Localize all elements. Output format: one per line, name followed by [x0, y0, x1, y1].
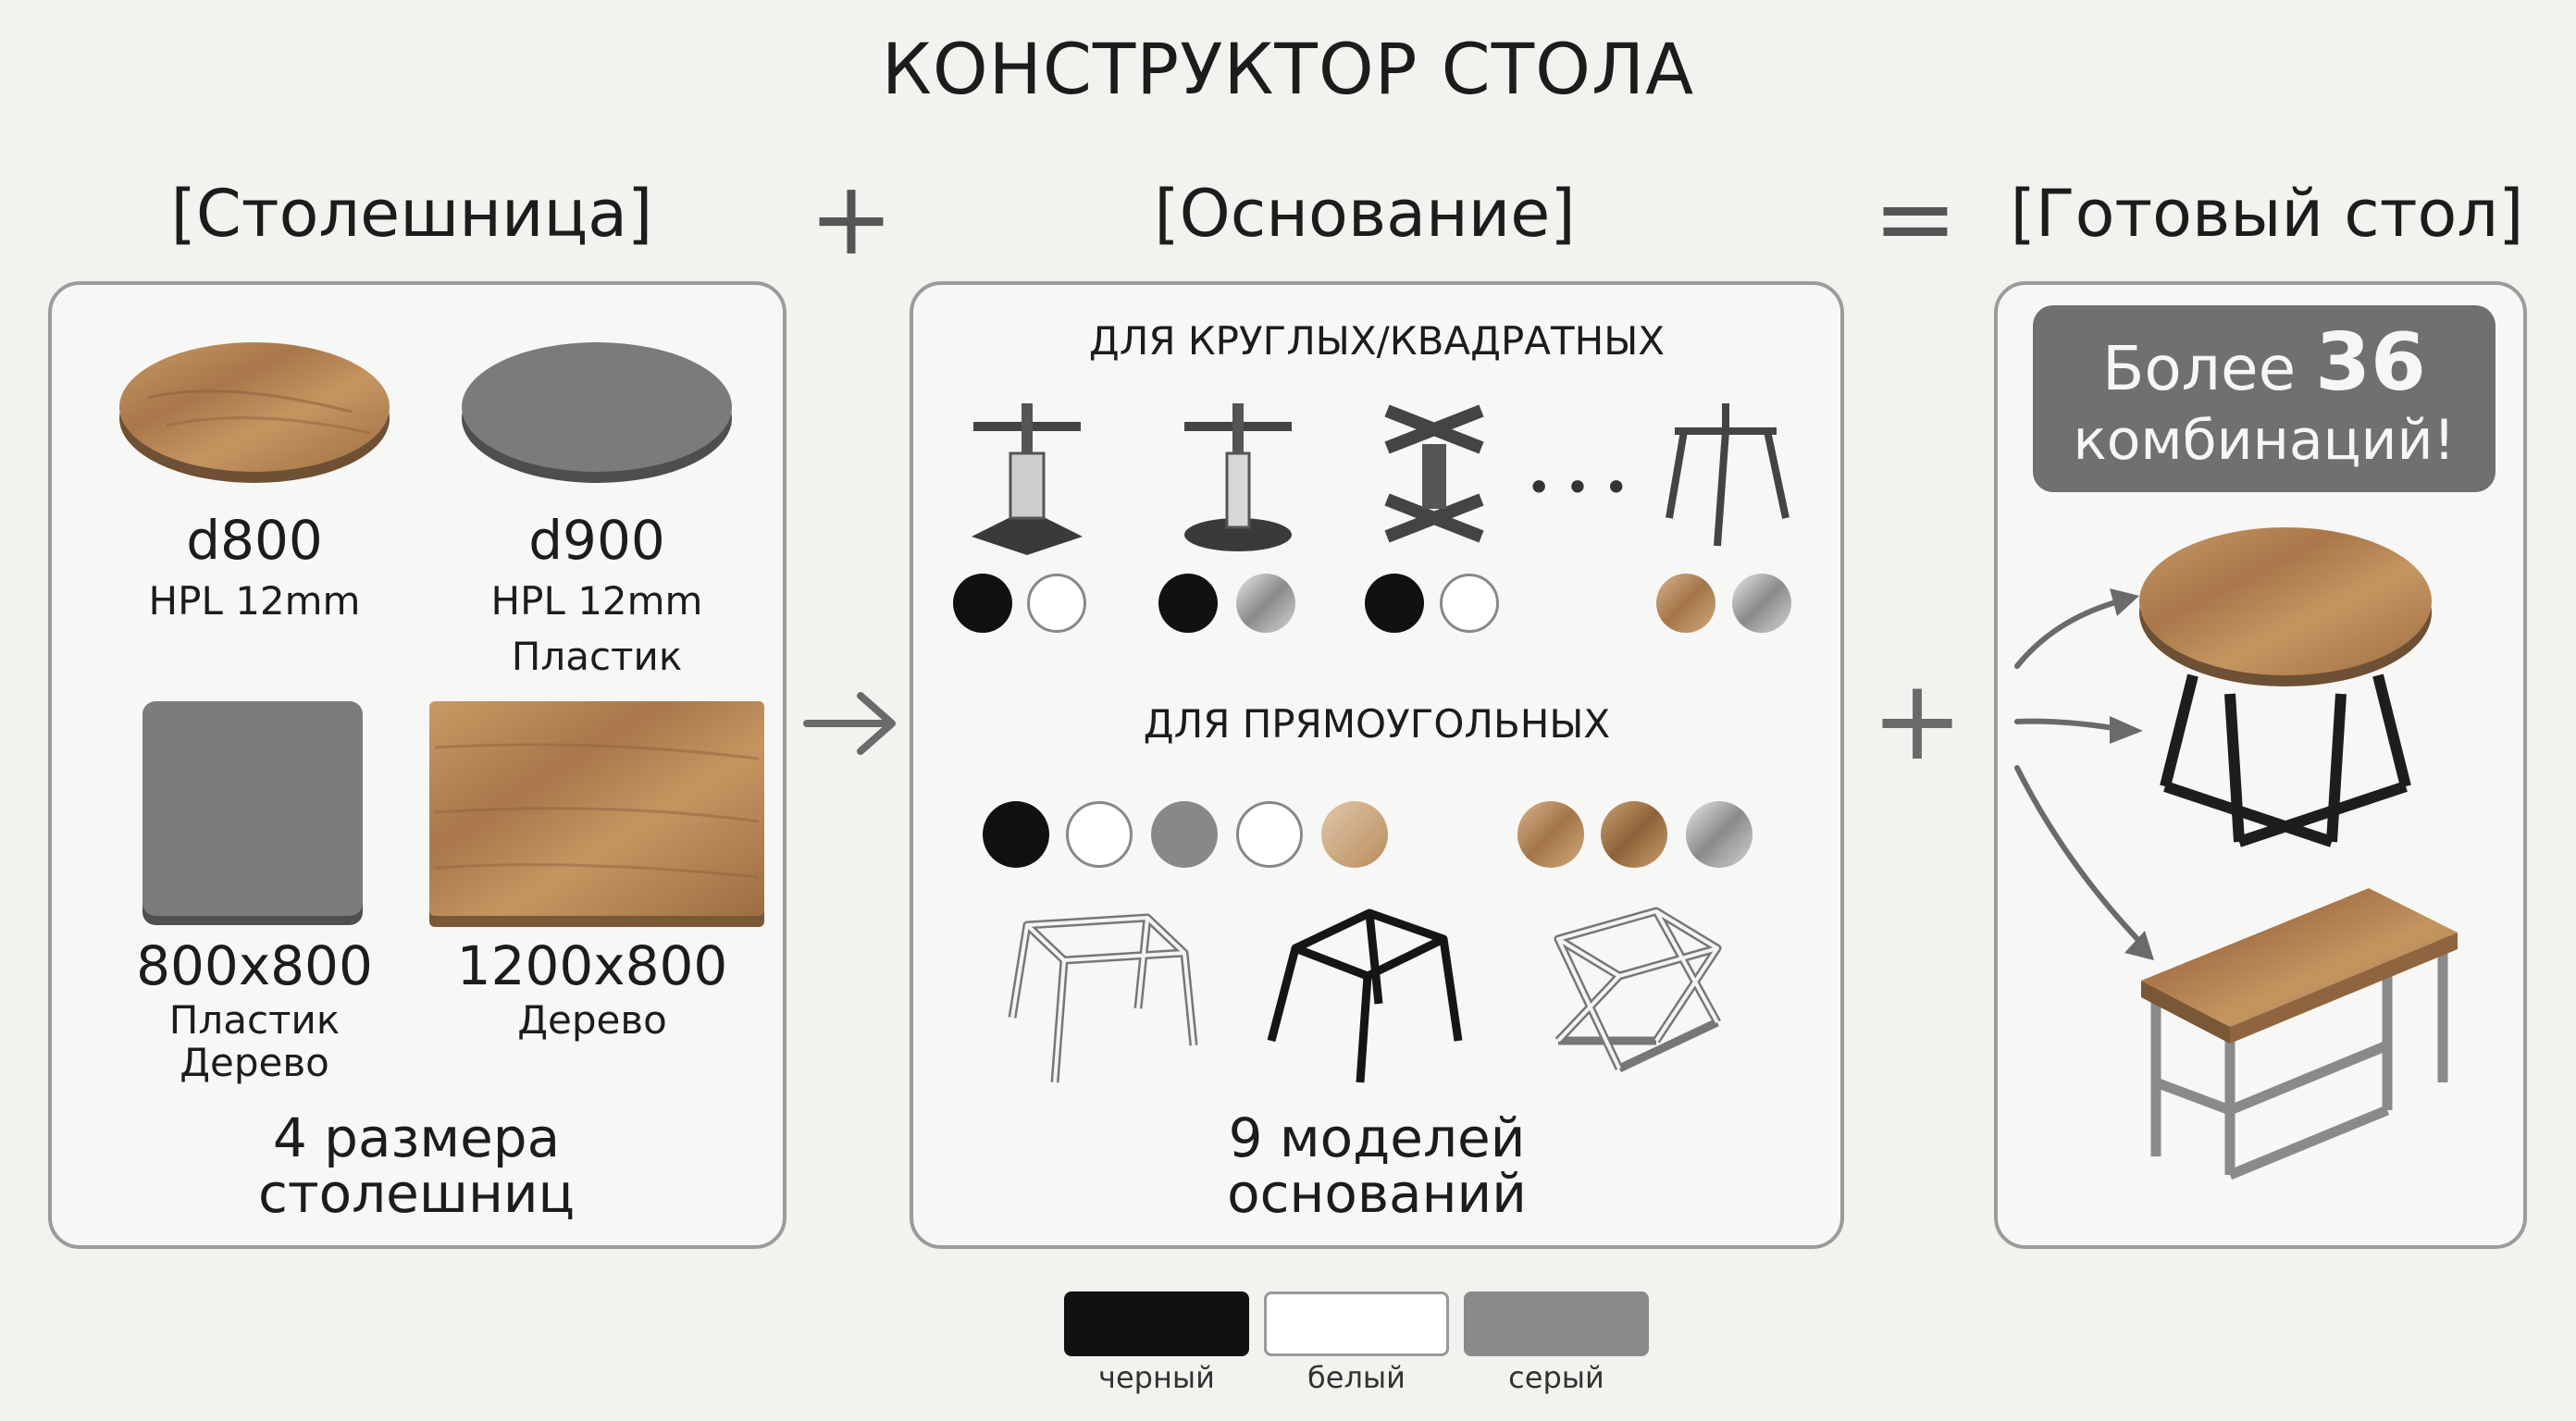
tabletop-summary-line1: 4 размера — [272, 1106, 561, 1169]
arrow-right-icon — [803, 692, 896, 755]
swatch-chrome — [1236, 574, 1295, 633]
swatch-white — [1236, 801, 1303, 868]
legend-label-black: черный — [1098, 1360, 1215, 1395]
plus-sign: + — [808, 159, 895, 278]
swatch-wood-light — [1321, 801, 1388, 868]
swatch-black — [983, 801, 1049, 868]
tabletop-material-1200x800: Дерево — [517, 997, 667, 1043]
tabletop-summary-line2: столешниц — [257, 1162, 576, 1225]
badge-number: 36 — [2315, 316, 2426, 409]
swatch-black — [1158, 574, 1218, 633]
swatch-chrome — [1686, 801, 1752, 868]
header-tabletop: [Столешница] — [170, 176, 653, 252]
page-title: КОНСТРУКТОР СТОЛА — [881, 28, 1695, 110]
round-gray-top-icon — [462, 342, 732, 483]
base-cross-icon — [1384, 404, 1484, 543]
rect-wood-top-icon — [429, 701, 764, 927]
round-table-icon — [2139, 527, 2432, 847]
base-pedestal-square-icon — [972, 403, 1083, 555]
base-summary-line2: оснований — [1227, 1162, 1527, 1225]
base-ellipsis: • • • — [1526, 463, 1629, 513]
swatch-wood — [1656, 574, 1715, 633]
rect-table-icon — [2141, 888, 2458, 1180]
legend-label-white: белый — [1307, 1360, 1406, 1395]
legend-label-gray: серый — [1508, 1360, 1604, 1395]
swatch-black — [953, 574, 1012, 633]
swatch-wood-dark — [1601, 801, 1667, 868]
base-rect-white-icon — [1008, 913, 1198, 1083]
square-gray-top-icon — [142, 701, 363, 925]
plus-sign-2: + — [1870, 657, 1964, 785]
tabletop-size-1200x800: 1200x800 — [456, 934, 728, 997]
base-section-round: ДЛЯ КРУГЛЫХ/КВАДРАТНЫХ — [1088, 318, 1666, 364]
badge-text: Более — [2102, 333, 2297, 404]
tabletop-material-d900: HPL 12mm — [490, 578, 703, 624]
base-section-rect: ДЛЯ ПРЯМОУГОЛЬНЫХ — [1143, 701, 1611, 747]
badge-line2: комбинаций! — [2073, 408, 2456, 473]
legend-swatch-white — [1264, 1291, 1449, 1356]
tabletop-material-800x800: Пластик — [168, 997, 341, 1043]
swatch-gray — [1151, 801, 1218, 868]
swatch-white — [1027, 574, 1086, 633]
swatch-white — [1440, 574, 1499, 633]
base-panel — [910, 281, 1844, 1249]
swatch-black — [1365, 574, 1424, 633]
base-rect-black-icon — [1267, 908, 1463, 1083]
swatch-wood — [1517, 801, 1584, 868]
tabletop-size-d800: d800 — [186, 509, 323, 572]
header-result: [Готовый стол] — [2010, 176, 2524, 252]
tabletop-size-d900: d900 — [528, 509, 665, 572]
tabletop-material2-800x800: Дерево — [180, 1040, 329, 1085]
combinations-badge: Более 36 комбинаций! — [2033, 305, 2496, 492]
legend-swatch-gray — [1464, 1291, 1649, 1356]
result-arrows-icon — [2014, 588, 2154, 960]
base-pedestal-round-icon — [1184, 403, 1292, 551]
base-summary-line1: 9 моделей — [1228, 1106, 1526, 1169]
header-base: [Основание] — [1154, 176, 1576, 252]
legend-swatch-black — [1064, 1291, 1249, 1356]
equals-sign: = — [1872, 159, 1959, 278]
base-tripod-icon — [1666, 403, 1790, 547]
tabletop-size-800x800: 800x800 — [136, 934, 373, 997]
tabletop-material-d800: HPL 12mm — [148, 578, 361, 624]
tabletop-material2-d900: Пластик — [511, 634, 683, 679]
round-wood-top-icon — [119, 342, 390, 483]
base-rect-cross-icon — [1554, 907, 1722, 1073]
swatch-chrome — [1732, 574, 1791, 633]
swatch-white — [1066, 801, 1133, 868]
